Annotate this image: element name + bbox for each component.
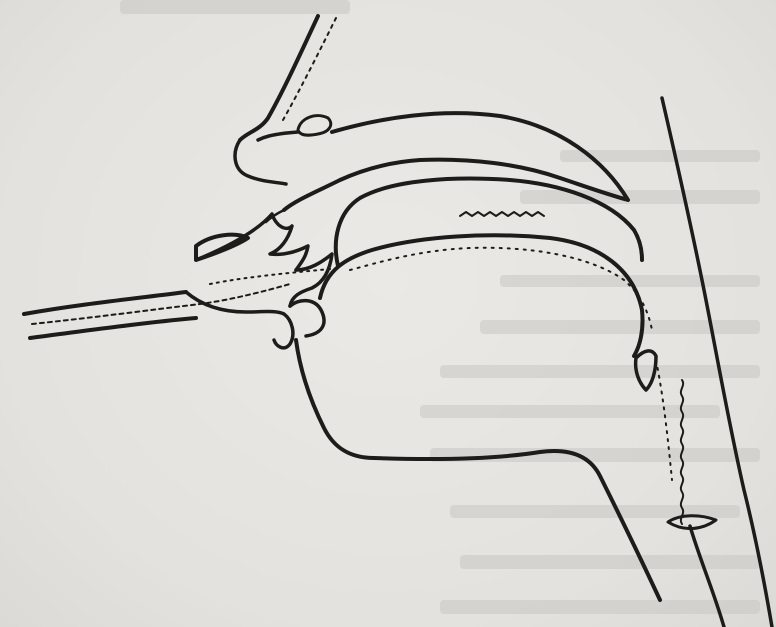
nasal-cavity: [266, 113, 628, 222]
nose: [235, 16, 336, 184]
lips: [186, 214, 332, 348]
pharynx: [296, 98, 772, 627]
